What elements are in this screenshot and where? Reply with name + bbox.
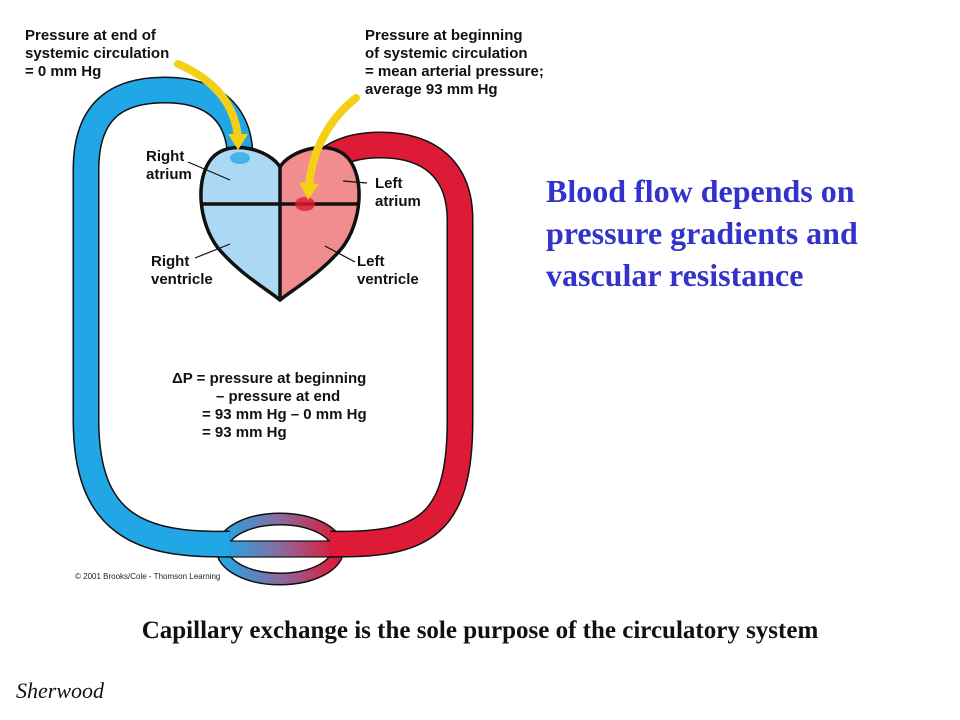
delta-p-line-3: = 93 mm Hg – 0 mm Hg: [202, 406, 367, 423]
end-pressure-line-2: systemic circulation: [25, 45, 170, 62]
arterial-vessel: [305, 131, 474, 558]
headline-line-2: pressure gradients and: [546, 215, 858, 251]
left-atrium-label-line-1: Left: [375, 175, 403, 192]
capillary-bed: [215, 512, 345, 586]
left-ventricle-label-line-1: Left: [357, 253, 385, 270]
venous-vessel: [72, 76, 254, 558]
left-atrium-label: Left atrium: [375, 175, 421, 211]
heart: [199, 145, 361, 303]
right-atrium-label-line-1: Right: [146, 148, 185, 165]
copyright-notice: © 2001 Brooks/Cole - Thomson Learning: [75, 572, 221, 581]
left-heart: [280, 147, 360, 300]
end-pressure-line-1: Pressure at end of: [25, 27, 156, 44]
right-ventricle-label-line-2: ventricle: [151, 271, 213, 288]
right-atrium-label: Right atrium: [146, 148, 192, 184]
arrow-begin-pressure: [299, 94, 360, 200]
right-ventricle-label: Right ventricle: [151, 253, 213, 289]
begin-pressure-label: Pressure at beginning of systemic circul…: [365, 27, 544, 99]
left-ventricle-label: Left ventricle: [357, 253, 419, 289]
left-ventricle-label-line-2: ventricle: [357, 271, 419, 288]
begin-pressure-line-3: = mean arterial pressure;: [365, 63, 544, 80]
bottom-caption: Capillary exchange is the sole purpose o…: [141, 617, 819, 644]
begin-pressure-line-1: Pressure at beginning: [365, 27, 523, 44]
headline-line-1: Blood flow depends on: [546, 173, 855, 209]
end-pressure-label: Pressure at end of systemic circulation …: [25, 27, 169, 81]
headline: Blood flow depends on pressure gradients…: [546, 170, 858, 296]
headline-line-3: vascular resistance: [546, 257, 804, 293]
begin-pressure-line-4: average 93 mm Hg: [365, 81, 498, 98]
leader-lines: [187, 161, 368, 263]
begin-pressure-line-2: of systemic circulation: [365, 45, 528, 62]
delta-p-line-4: = 93 mm Hg: [202, 424, 287, 441]
delta-p-line-2: – pressure at end: [216, 388, 341, 405]
right-atrium-label-line-2: atrium: [146, 166, 192, 183]
right-ventricle-label-line-1: Right: [151, 253, 190, 270]
author-credit: Sherwood: [16, 678, 104, 703]
left-atrium-label-line-2: atrium: [375, 193, 421, 210]
end-pressure-line-3: = 0 mm Hg: [25, 63, 102, 80]
arrow-end-pressure: [174, 60, 248, 150]
delta-p-line-1: ΔP = pressure at beginning: [172, 370, 367, 387]
delta-p-equation: ΔP = pressure at beginning – pressure at…: [172, 370, 367, 442]
right-heart: [200, 147, 280, 300]
